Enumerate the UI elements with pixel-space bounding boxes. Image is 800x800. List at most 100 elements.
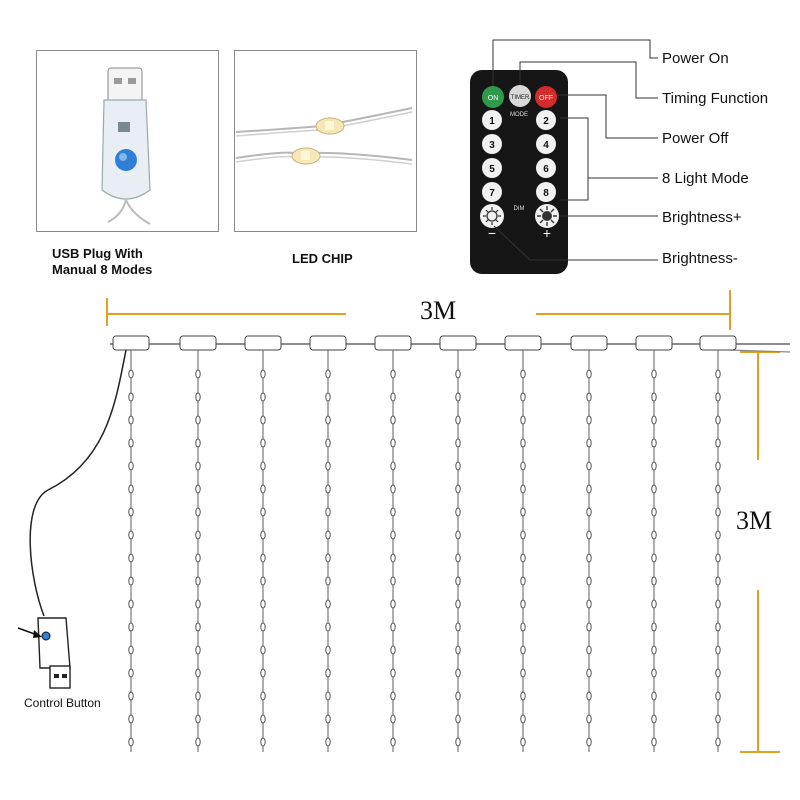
led-bulb [586, 714, 592, 724]
led-bulb [715, 599, 721, 609]
led-bulb [195, 691, 201, 701]
led-bulb [520, 622, 526, 632]
led-bulb [325, 553, 331, 563]
led-bulb [651, 645, 657, 655]
led-bulb [715, 576, 721, 586]
mode-button-label: 2 [543, 116, 549, 127]
led-bulb [325, 507, 331, 517]
strand [112, 335, 150, 752]
led-bulb [455, 530, 461, 540]
on-button[interactable] [482, 86, 504, 108]
led-chip-caption: LED CHIP [292, 251, 353, 266]
led-bulb [195, 576, 201, 586]
led-bulb [715, 461, 721, 471]
led-bulb [586, 691, 592, 701]
strand-connector [439, 335, 477, 351]
led-bulb [520, 576, 526, 586]
led-bulb [195, 415, 201, 425]
led-bulb [455, 668, 461, 678]
led-bulb [260, 645, 266, 655]
mode-button-1[interactable] [482, 110, 502, 130]
off-button[interactable] [535, 86, 557, 108]
control-button-label: Control Button [24, 696, 101, 710]
mode-button-8[interactable] [536, 182, 556, 202]
led-bulb [586, 576, 592, 586]
led-bulb [715, 438, 721, 448]
led-bulb [260, 714, 266, 724]
led-bulb [520, 599, 526, 609]
light-strands [112, 335, 737, 752]
led-bulb [325, 737, 331, 747]
mode-button-label: 4 [543, 140, 549, 151]
led-bulb [325, 645, 331, 655]
led-bulb [520, 737, 526, 747]
strand [374, 335, 412, 752]
strand [309, 335, 347, 752]
plus-text: + [543, 225, 551, 241]
led-bulb [651, 530, 657, 540]
led-bulb [390, 553, 396, 563]
led-bulb [128, 438, 134, 448]
light-mode-label: 8 Light Mode [662, 170, 749, 187]
led-bulb [715, 507, 721, 517]
led-bulb [651, 668, 657, 678]
led-bulb [260, 737, 266, 747]
led-bulb [128, 714, 134, 724]
led-bulb [325, 415, 331, 425]
led-bulb [520, 507, 526, 517]
led-bulb [390, 691, 396, 701]
control-button[interactable] [41, 631, 51, 641]
led-bulb [128, 553, 134, 563]
mode-button-4[interactable] [536, 134, 556, 154]
led-bulb [260, 691, 266, 701]
brightness-plus-label: Brightness+ [662, 209, 742, 226]
led-bulb [520, 461, 526, 471]
led-bulb [325, 599, 331, 609]
mode-button-5[interactable] [482, 158, 502, 178]
led-bulb [325, 530, 331, 540]
mode-button-7[interactable] [482, 182, 502, 202]
led-bulb [195, 530, 201, 540]
led-bulb [715, 691, 721, 701]
timer-button[interactable] [509, 85, 531, 107]
led-bulb [715, 484, 721, 494]
led-bulb [128, 737, 134, 747]
led-bulb [586, 530, 592, 540]
led-bulb [586, 415, 592, 425]
led-bulb [586, 599, 592, 609]
strand [699, 335, 737, 752]
sun-dim-icon [483, 207, 501, 225]
led-bulb [128, 507, 134, 517]
led-bulb [586, 369, 592, 379]
led-bulb [520, 553, 526, 563]
led-bulb [128, 599, 134, 609]
led-bulb [715, 737, 721, 747]
strand-connector [244, 335, 282, 351]
led-bulb [455, 599, 461, 609]
led-bulb [325, 622, 331, 632]
led-bulb [195, 599, 201, 609]
led-bulb [455, 622, 461, 632]
led-bulb [455, 461, 461, 471]
led-bulb [715, 553, 721, 563]
led-bulb [128, 530, 134, 540]
mode-button-3[interactable] [482, 134, 502, 154]
mode-button-2[interactable] [536, 110, 556, 130]
led-bulb [651, 622, 657, 632]
led-bulb [260, 461, 266, 471]
led-bulb [260, 576, 266, 586]
led-bulb [651, 507, 657, 517]
led-bulb [455, 714, 461, 724]
strand [504, 335, 542, 752]
mode-button-6[interactable] [536, 158, 556, 178]
mode-button-label: 8 [543, 188, 549, 199]
led-bulb [520, 392, 526, 402]
led-bulb [455, 737, 461, 747]
mode-button-label: 5 [489, 164, 495, 175]
led-bulb [520, 530, 526, 540]
strand-connector [635, 335, 673, 351]
led-bulb [390, 484, 396, 494]
led-bulb [195, 737, 201, 747]
